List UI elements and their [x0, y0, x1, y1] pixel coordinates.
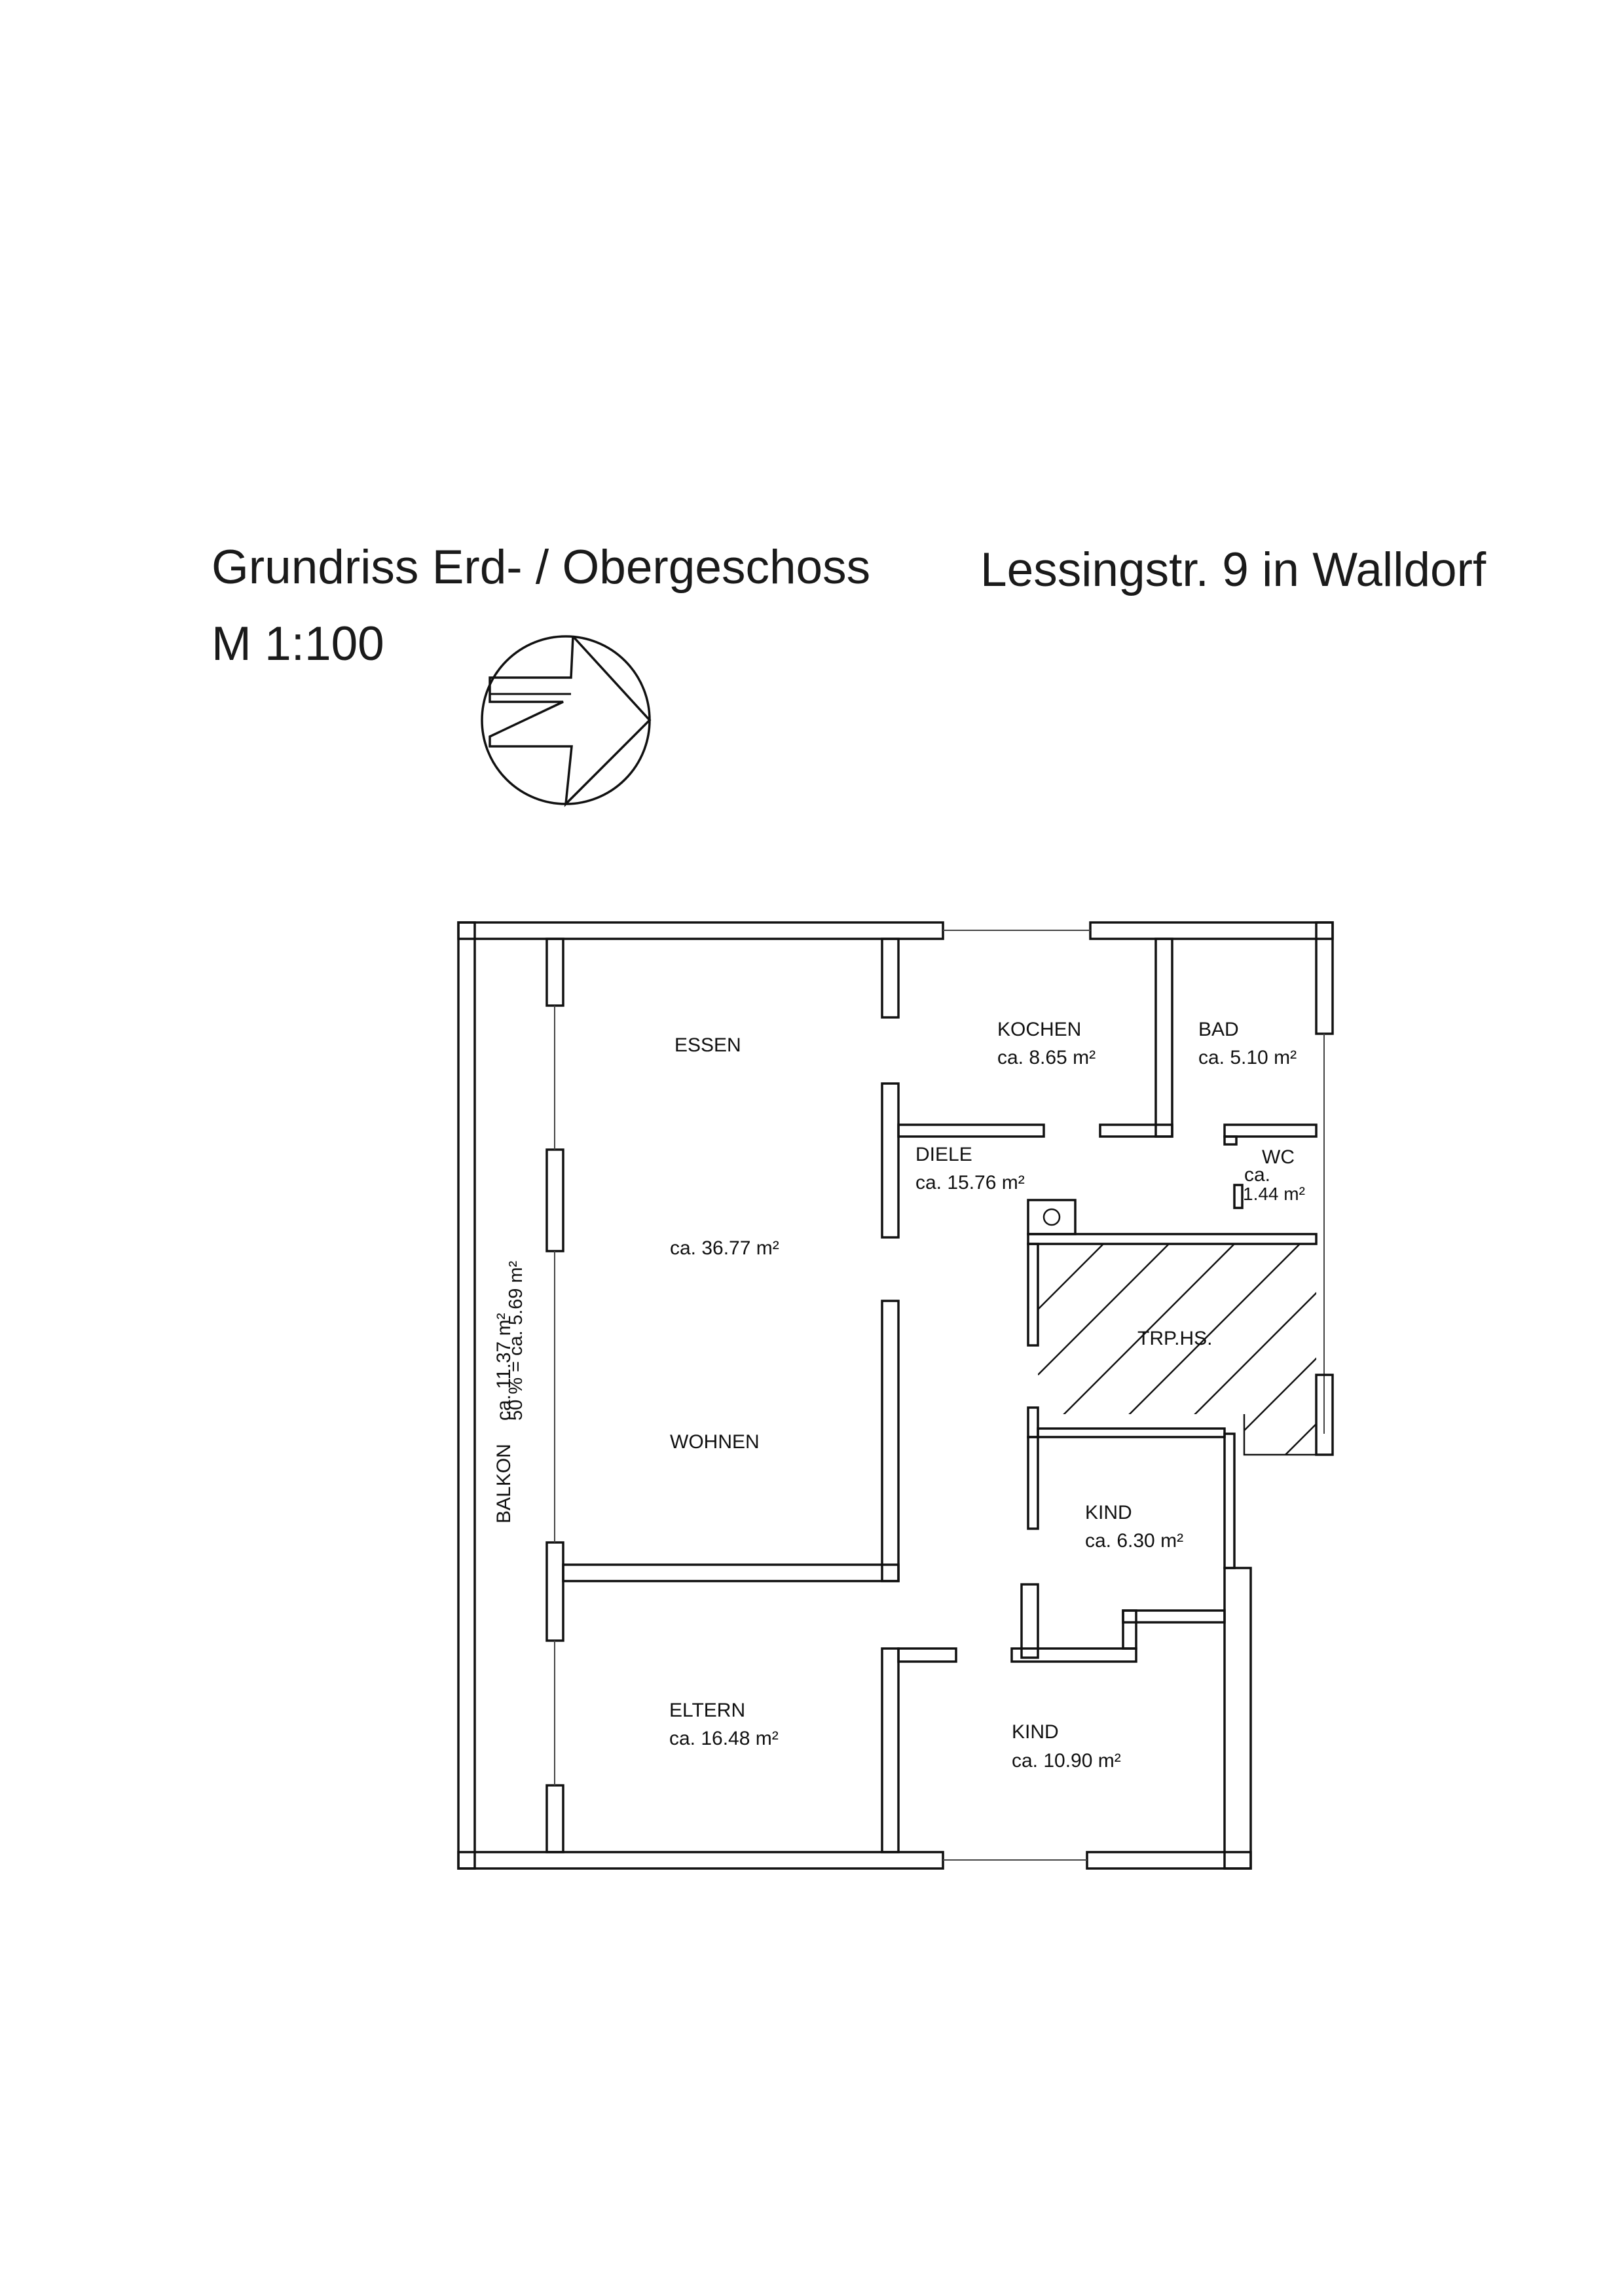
- room-area-wohnen: ca. 36.77 m²: [670, 1237, 779, 1259]
- walls: [457, 921, 1334, 1870]
- room-area-diele: ca. 15.76 m²: [915, 1172, 1025, 1194]
- room-area-bad: ca. 5.10 m²: [1198, 1047, 1297, 1068]
- room-area-wc-value: 1.44 m²: [1243, 1184, 1305, 1204]
- room-label-treppenhaus: TRP.HS.: [1137, 1328, 1212, 1349]
- room-label-wohnen: WOHNEN: [670, 1431, 760, 1453]
- room-area-balkon-share: 50 % = ca. 5.69 m²: [506, 1260, 526, 1421]
- room-label-diele: DIELE: [915, 1144, 972, 1165]
- room-label-balkon: BALKON: [493, 1444, 515, 1523]
- room-area-kind-2: ca. 10.90 m²: [1012, 1750, 1121, 1772]
- room-label-kochen: KOCHEN: [997, 1019, 1081, 1040]
- room-label-wc: WC: [1262, 1146, 1295, 1168]
- room-label-essen: ESSEN: [674, 1034, 741, 1056]
- room-area-wc-prefix: ca.: [1244, 1164, 1270, 1186]
- room-area-kind-1: ca. 6.30 m²: [1085, 1530, 1183, 1552]
- room-label-kind-2: KIND: [1012, 1721, 1059, 1743]
- scale-label: M 1:100: [212, 617, 384, 670]
- stairwell-hatch: [1038, 1244, 1333, 1456]
- north-arrow-icon: [481, 635, 652, 807]
- room-area-eltern: ca. 16.48 m²: [669, 1728, 779, 1749]
- room-area-kochen: ca. 8.65 m²: [997, 1047, 1096, 1068]
- room-area-balkon: ca. 11.37 m²: [493, 1313, 515, 1421]
- room-label-kind-1: KIND: [1085, 1502, 1132, 1523]
- room-label-eltern: ELTERN: [669, 1700, 745, 1721]
- plan-title: Grundriss Erd- / Obergeschoss: [212, 541, 870, 594]
- address-title: Lessingstr. 9 in Walldorf: [980, 543, 1486, 596]
- room-label-bad: BAD: [1198, 1019, 1239, 1040]
